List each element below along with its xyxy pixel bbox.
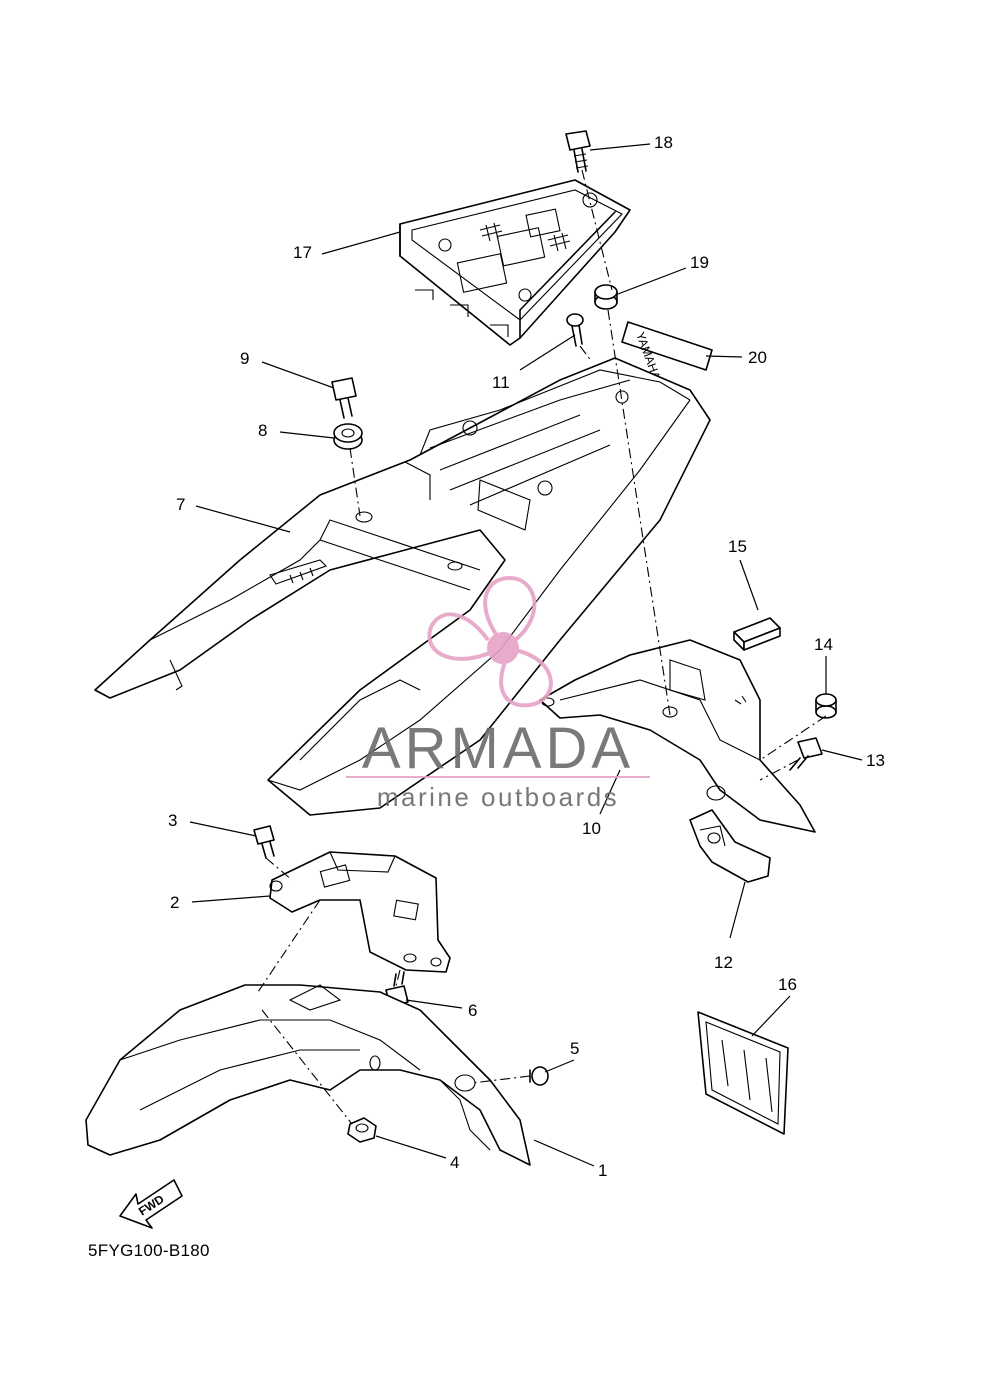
part-17-rear-carrier[interactable] [399,179,631,346]
part-15-pad[interactable] [733,617,781,651]
callout-13: 13 [866,751,885,770]
callout-11: 11 [492,373,510,392]
part-5-grommet[interactable] [529,1066,549,1086]
propeller-icon [427,576,553,708]
part-12-reflector-bracket[interactable] [689,809,771,883]
callout-7: 7 [176,495,185,514]
part-13-bolt[interactable] [789,737,823,771]
part-19-collar[interactable] [594,284,618,310]
part-8-grommet[interactable] [333,423,363,450]
callout-20: 20 [748,348,767,367]
part-3-bolt[interactable] [253,825,275,859]
callout-4: 4 [450,1153,459,1172]
part-4-nut[interactable] [347,1117,377,1143]
part-1-front-fender[interactable] [85,984,531,1166]
watermark-brand: ARMADA [362,716,634,781]
part-16-reflector[interactable] [697,1011,789,1135]
callout-labels: 18 17 19 11 20 9 8 7 15 14 13 10 12 16 3… [168,133,885,1180]
callout-15: 15 [728,537,747,556]
callout-19: 19 [690,253,709,272]
callout-3: 3 [168,811,177,830]
fwd-arrow-icon: FWD [119,1179,183,1229]
callout-8: 8 [258,421,267,440]
part-11-screw[interactable] [566,313,584,347]
part-14-nut[interactable] [815,693,837,719]
callout-5: 5 [570,1039,579,1058]
part-18-bolt[interactable] [565,130,591,173]
callout-9: 9 [240,349,249,368]
callout-16: 16 [778,975,797,994]
callout-18: 18 [654,133,673,152]
watermark: ARMADA marine outboards [346,576,650,812]
watermark-tagline: marine outboards [377,782,619,812]
callout-6: 6 [468,1001,477,1020]
callout-10: 10 [582,819,601,838]
callout-12: 12 [714,953,733,972]
part-7-rear-fender[interactable] [94,357,711,816]
part-2-fender-bracket[interactable] [269,851,451,973]
callout-2: 2 [170,893,179,912]
callout-17: 17 [293,243,312,262]
assembly-lines [257,169,827,1125]
diagram-code: 5FYG100-B180 [88,1241,210,1260]
callout-1: 1 [598,1161,607,1180]
leader-lines [189,143,863,1167]
part-9-bolt[interactable] [331,377,357,419]
callout-14: 14 [814,635,833,654]
